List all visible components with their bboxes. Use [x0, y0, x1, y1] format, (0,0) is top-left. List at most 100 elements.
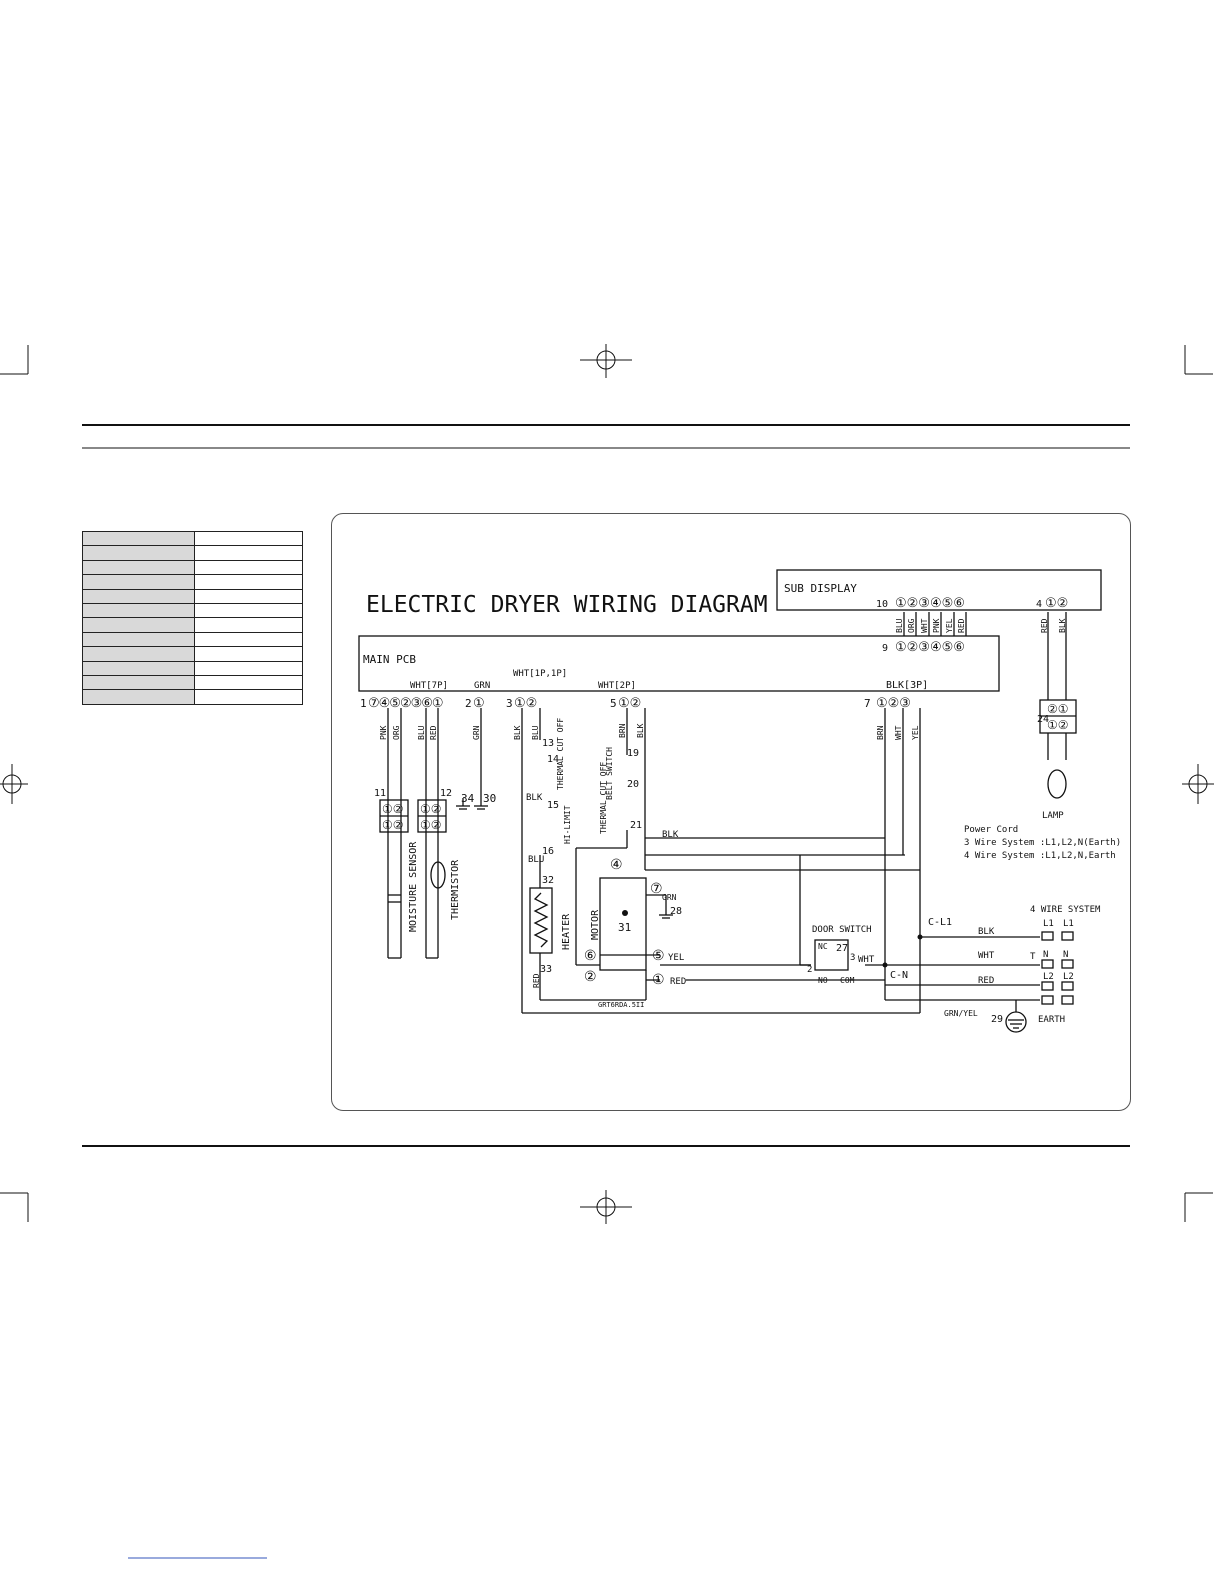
- connector-pins: ①②③④⑤⑥: [895, 640, 965, 655]
- thermal-cut-off-label: THERMAL CUT OFF: [556, 718, 565, 790]
- heater-label: HEATER: [561, 913, 572, 950]
- wire-label: BLK: [662, 830, 679, 840]
- wire-label: BLK: [636, 723, 645, 738]
- wire-label: ORG: [907, 618, 916, 633]
- terminal-pins: ①②: [382, 802, 404, 816]
- wire-label: ORG: [392, 725, 401, 740]
- power-cord-label: Power Cord: [964, 825, 1018, 835]
- legend-row: [82, 559, 303, 576]
- legend-row: [82, 617, 303, 633]
- wire-label: YEL: [945, 618, 954, 633]
- wire-label: BLU: [528, 855, 544, 865]
- wire-label: GRN/YEL: [944, 1009, 978, 1018]
- legend-row: [82, 674, 303, 691]
- main-pcb-box: [358, 635, 1000, 692]
- connector-label: GRN: [474, 681, 490, 691]
- connector-label: BLK[3P]: [886, 680, 928, 691]
- terminal-number: 20: [627, 779, 639, 790]
- wire-label: BLK: [513, 725, 522, 740]
- legend-row: [82, 545, 303, 561]
- thermistor-label: THERMISTOR: [450, 859, 461, 920]
- pin-number: 5: [610, 697, 617, 710]
- legend-row: [82, 646, 303, 662]
- diagram-title: ELECTRIC DRYER WIRING DIAGRAM: [366, 592, 768, 618]
- lamp-label: LAMP: [1042, 811, 1064, 821]
- legend-value-cell: [194, 617, 303, 633]
- wire-label: RED: [1040, 618, 1049, 633]
- legend-value-cell: [194, 588, 303, 604]
- wire-label: BLU: [895, 618, 904, 633]
- motor-terminal: ④: [610, 857, 623, 873]
- motor-terminal: ⑥: [584, 948, 597, 964]
- terminal-label: L1: [1063, 919, 1074, 929]
- wire-label: RED: [978, 976, 994, 986]
- terminal-label: L2: [1063, 972, 1074, 982]
- connector-label: WHT[1P,1P]: [513, 669, 567, 679]
- wire-label: RED: [957, 618, 966, 633]
- wire-label: BLK: [1058, 618, 1067, 633]
- connector-label: WHT[2P]: [598, 681, 636, 691]
- sub-display-label: SUB DISPLAY: [784, 582, 857, 595]
- connector-pins: ⑦④⑤②③⑥①: [368, 696, 443, 711]
- wire-label: WHT: [920, 618, 929, 633]
- wire-label: YEL: [911, 725, 920, 740]
- terminal-number: 30: [483, 792, 496, 805]
- legend-row: [82, 588, 303, 604]
- wire-label: GRN: [662, 893, 677, 902]
- connector-pins: ①②: [514, 696, 537, 711]
- terminal-number: 3: [850, 953, 855, 963]
- terminal-number: 24: [1037, 714, 1049, 725]
- legend-key-cell: [82, 689, 195, 705]
- legend-value-cell: [194, 545, 303, 561]
- legend-row: [82, 530, 303, 547]
- wire-label: BRN: [618, 723, 627, 738]
- wire-label: GRN: [472, 725, 481, 740]
- legend-table: [82, 530, 303, 705]
- motor-terminal: ①: [652, 972, 665, 988]
- pin-number: 9: [882, 643, 888, 654]
- pin-number: 2: [465, 697, 472, 710]
- legend-value-cell: [194, 559, 303, 576]
- wire-label: BLU: [531, 725, 540, 740]
- earth-label: EARTH: [1038, 1015, 1065, 1025]
- wire4-label: 4 Wire System :L1,L2,N,Earth: [964, 851, 1116, 861]
- wire-label: BLK: [978, 927, 995, 937]
- pin-number: 10: [876, 599, 888, 610]
- terminal-number: 19: [627, 748, 639, 759]
- terminal-number: 2: [807, 965, 812, 975]
- motor-terminal: ⑦: [650, 881, 663, 897]
- legend-value-cell: [194, 689, 303, 705]
- wire-label: RED: [532, 973, 541, 988]
- registration-mark-icon: [580, 344, 632, 378]
- door-switch-box: [814, 939, 849, 971]
- door-com-label: COM: [840, 976, 855, 985]
- legend-key-cell: [82, 559, 195, 576]
- connector-pins: ①②: [1045, 596, 1068, 611]
- terminal-number: 14: [547, 754, 559, 765]
- terminal-number: 34: [461, 792, 475, 805]
- terminal-number: 12: [440, 788, 452, 799]
- c-n-label: C-N: [890, 970, 908, 981]
- terminal-number: 21: [630, 820, 642, 831]
- wire-label: RED: [670, 977, 686, 987]
- wire-label: RED: [429, 725, 438, 740]
- legend-row: [82, 631, 303, 648]
- door-no-label: NO: [818, 976, 828, 985]
- legend-key-cell: [82, 646, 195, 662]
- terminal-number: 29: [991, 1014, 1003, 1025]
- terminal-label: L1: [1043, 919, 1054, 929]
- terminal-pins: ①②: [420, 802, 442, 816]
- hi-limit-label: HI-LIMIT: [563, 805, 572, 844]
- terminal-number: 16: [542, 846, 554, 857]
- terminal-label: N: [1043, 950, 1048, 960]
- pin-number: 3: [506, 697, 513, 710]
- main-pcb-label: MAIN PCB: [363, 653, 416, 666]
- belt-switch-label: BELT SWITCH: [605, 747, 614, 800]
- connector-pins: ①②③④⑤⑥: [895, 596, 965, 611]
- terminal-pins: ①②: [420, 818, 442, 832]
- registration-mark-icon: [1182, 764, 1214, 804]
- terminal-label: L2: [1043, 972, 1054, 982]
- terminal-label: T: [1030, 952, 1036, 962]
- pin-number: 1: [360, 697, 367, 710]
